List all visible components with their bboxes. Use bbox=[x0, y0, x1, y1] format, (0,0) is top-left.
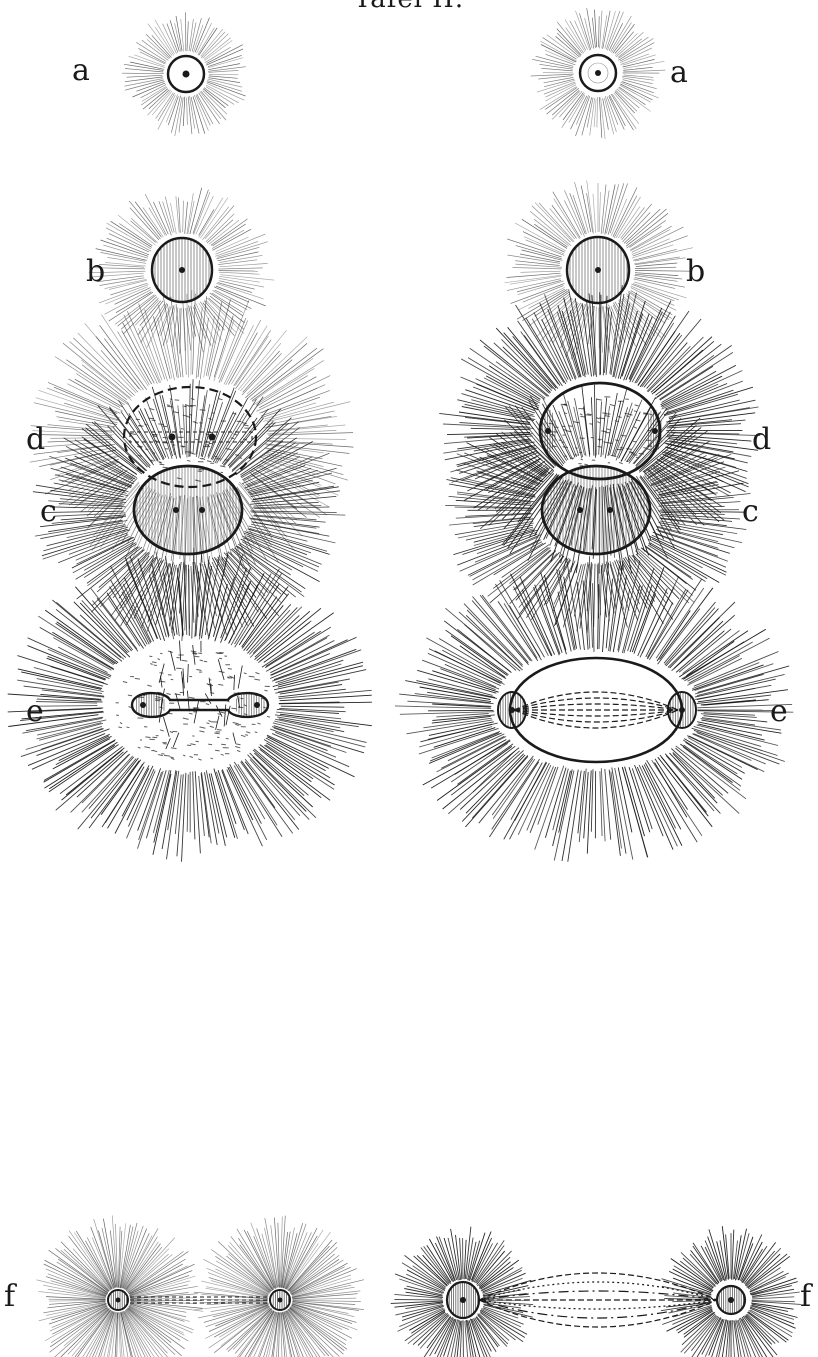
label-left-f: f bbox=[4, 1279, 17, 1314]
label-right-e: e bbox=[770, 694, 788, 729]
label-right-a: a bbox=[670, 55, 688, 90]
figure-a-left bbox=[122, 12, 246, 136]
figure-e-left bbox=[8, 548, 372, 862]
label-left-d: d bbox=[26, 422, 45, 457]
label-right-d: d bbox=[752, 422, 771, 457]
figure-b-left bbox=[89, 188, 275, 354]
plate-drawing bbox=[8, 8, 801, 1357]
label-left-b: b bbox=[86, 254, 105, 289]
label-right-f: f bbox=[800, 1279, 813, 1314]
label-left-e: e bbox=[26, 694, 44, 729]
figure-f-left bbox=[37, 1216, 365, 1357]
label-right-b: b bbox=[686, 254, 705, 289]
label-left-a: a bbox=[72, 53, 90, 88]
label-left-c: c bbox=[40, 494, 57, 529]
figure-a-right bbox=[531, 8, 666, 139]
label-right-c: c bbox=[742, 494, 759, 529]
figure-f-right bbox=[391, 1226, 801, 1357]
